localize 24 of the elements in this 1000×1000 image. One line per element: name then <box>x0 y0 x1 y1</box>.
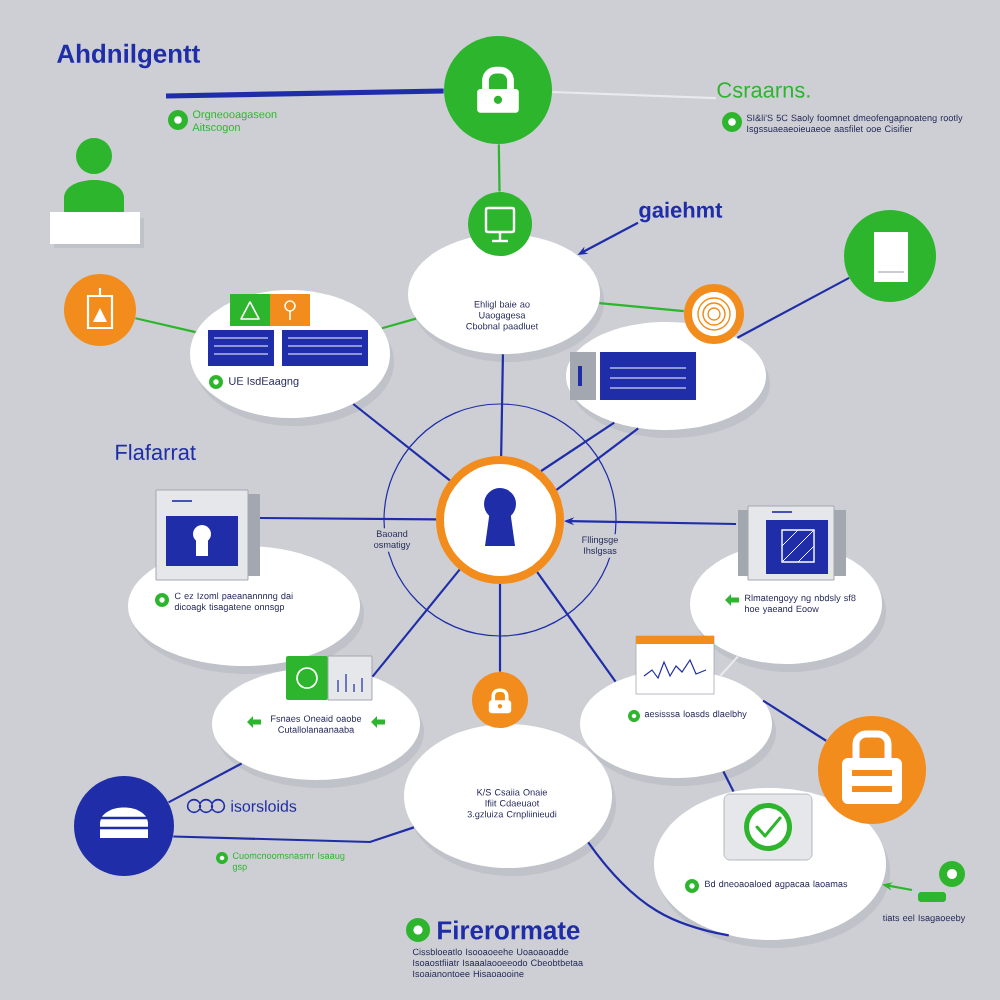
connector <box>173 826 415 844</box>
heading: Firerormate <box>438 920 580 940</box>
connector <box>719 655 739 677</box>
connector <box>168 762 243 804</box>
connector <box>555 427 639 491</box>
callout-text: gaiehmt <box>639 201 723 223</box>
connector <box>762 699 827 742</box>
connector <box>552 90 717 100</box>
connector <box>536 571 617 683</box>
connector <box>260 516 437 521</box>
connector <box>500 354 505 457</box>
connector <box>722 770 735 792</box>
connector <box>165 88 444 99</box>
connector <box>352 403 451 482</box>
connector <box>135 317 196 334</box>
connector <box>599 302 684 313</box>
connector <box>540 421 615 472</box>
title: Ahdnilgentt <box>57 43 200 69</box>
connector <box>371 568 461 678</box>
connector <box>736 276 850 339</box>
heading: Flafarrat <box>116 443 196 461</box>
connector <box>498 584 502 672</box>
connector <box>497 144 501 192</box>
heading: Csraarns. <box>717 82 810 98</box>
